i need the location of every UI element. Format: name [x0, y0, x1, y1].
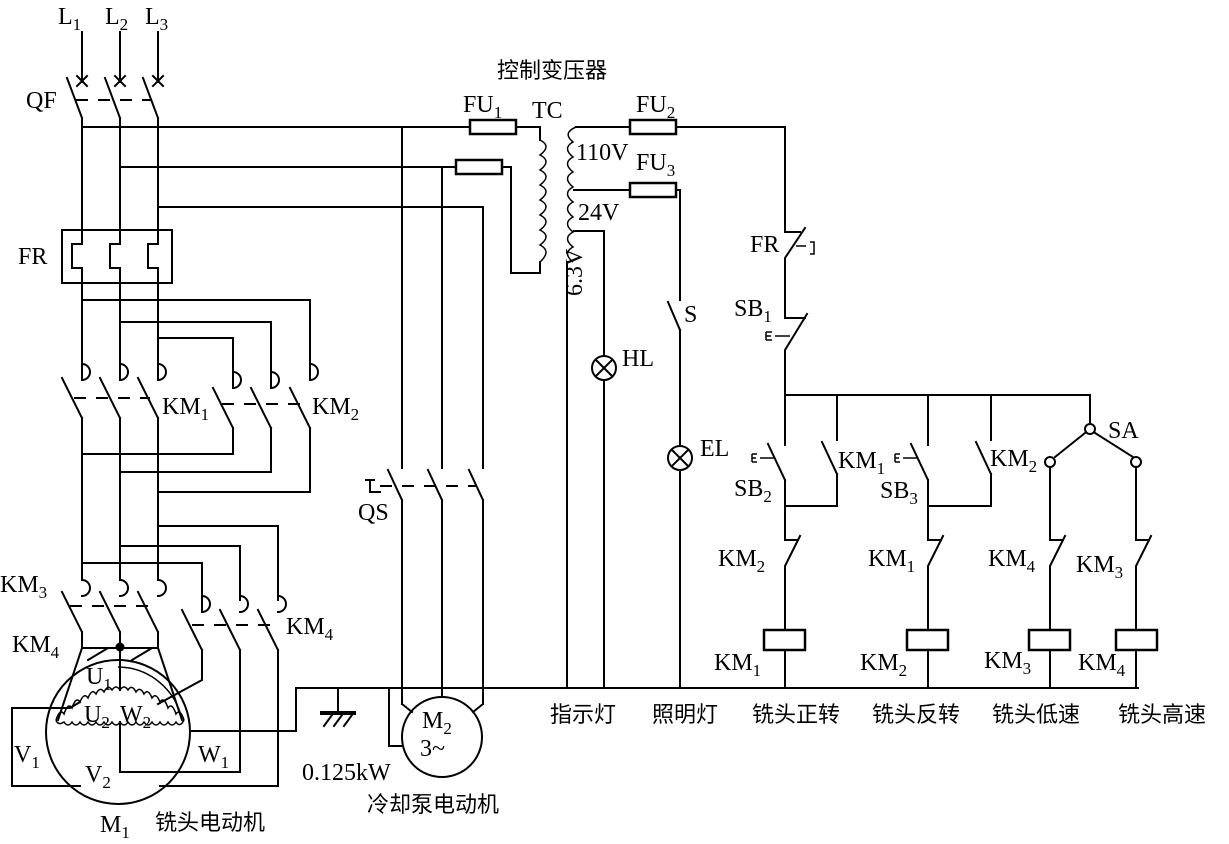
interlock-km3-label: KM3: [1076, 552, 1123, 582]
terminal-v1: V1: [14, 742, 40, 772]
fuse-fu1: [468, 118, 518, 136]
coil-km2: [905, 628, 950, 652]
sb2-label: SB2: [734, 476, 772, 506]
motor2-label: M2: [422, 708, 452, 738]
transformer-title: 控制变压器: [497, 59, 607, 84]
switch-s-label: S: [684, 302, 697, 328]
coil-km3: [1027, 628, 1072, 652]
coil-km4: [1114, 628, 1159, 652]
thermal-relay-fr: FR: [18, 229, 173, 381]
terminal-w2: W2: [120, 702, 151, 732]
motor-m1: U1 U2 W2 V1 V2 W1 M1 铣头电动机: [11, 631, 1139, 842]
lamp-el-label: EL: [700, 436, 729, 462]
fuse-primary-2: [454, 158, 504, 176]
sb1-label: SB1: [734, 296, 772, 326]
interlock-km1-label: KM1: [868, 546, 915, 576]
control-circuit: FR SB1 KM1 SB2 KM2 SB3 SA KM2: [714, 226, 1206, 728]
voltage-110: 110V: [576, 140, 629, 166]
coil-km4-caption: 铣头高速: [1118, 703, 1206, 728]
sb3-start-button: [909, 442, 930, 482]
aux-km2-label: KM2: [990, 446, 1037, 476]
km3-label: KM3: [0, 572, 47, 602]
lamp-circuits: HL 指示灯 S EL 照明灯: [550, 300, 729, 728]
terminal-u1: U1: [86, 664, 112, 694]
interlock-km4-label: KM4: [988, 546, 1036, 576]
sb1-stop-button: [784, 299, 809, 396]
km4-star-label: KM4: [12, 632, 60, 662]
motor2-caption: 冷却泵电动机: [367, 793, 499, 818]
sa-high-terminal: [1130, 456, 1142, 468]
coil-km1: [762, 628, 807, 652]
motor2-power: 0.125kW: [302, 760, 391, 786]
interlock-km2-label: KM2: [718, 546, 765, 576]
phase-buses: [81, 117, 484, 231]
breaker-qf: QF: [26, 31, 165, 120]
motor1-caption: 铣头电动机: [155, 811, 265, 836]
coil-km3-caption: 铣头低速: [992, 703, 1080, 728]
thermal-relay-label: FR: [18, 244, 47, 270]
motor2-phase: 3~: [420, 736, 445, 762]
terminal-v2: V2: [85, 762, 111, 792]
coil-km1-caption: 铣头正转: [752, 703, 840, 728]
power-supply-labels: L1 L2 L3: [58, 4, 168, 34]
voltage-24: 24V: [578, 200, 620, 226]
fuse-fu3: [628, 181, 678, 199]
km1-label: KM1: [162, 394, 209, 424]
fr-nc-contact: [784, 226, 807, 301]
sb2-start-button: [766, 442, 787, 482]
phase-label-l2: L2: [105, 4, 128, 34]
control-transformer: 控制变压器 FU1 TC FU2 110V FU3 24V 6.3V: [401, 59, 786, 689]
coil-km2-label: KM2: [860, 650, 907, 680]
coolant-pump-circuit: QS M2 3~ 0.125kW 冷却泵电动机: [302, 126, 499, 818]
switch-qs-label: QS: [358, 500, 389, 526]
coil-km3-label: KM3: [984, 648, 1031, 678]
sb3-label: SB3: [880, 478, 918, 508]
motor2-circle: [401, 696, 483, 778]
primary-winding: [538, 139, 547, 263]
manual-switch-icon: [369, 479, 381, 493]
indicator-caption: 指示灯: [550, 703, 616, 728]
fuse-fu3-label: FU3: [636, 150, 675, 180]
sa-pivot-icon: [1084, 423, 1096, 435]
fuse-fu1-label: FU1: [463, 92, 502, 122]
terminal-w1: W1: [198, 742, 229, 772]
contactor-km3-km4: KM3 KM4 KM4: [0, 525, 334, 662]
phase-label-l1: L1: [58, 4, 81, 34]
fuse-fu2: [628, 118, 678, 136]
voltage-6-3: 6.3V: [562, 248, 588, 296]
aux-km1-label: KM1: [838, 448, 885, 478]
km2-label: KM2: [312, 394, 359, 424]
coil-km2-caption: 铣头反转: [872, 703, 960, 728]
lighting-caption: 照明灯: [652, 703, 718, 728]
motor1-label: M1: [100, 812, 130, 842]
fuse-fu2-label: FU2: [636, 92, 675, 122]
terminal-u2: U2: [84, 702, 110, 732]
phase-label-l3: L3: [145, 4, 168, 34]
coil-km4-label: KM4: [1078, 650, 1126, 680]
km4-label: KM4: [286, 614, 334, 644]
sa-low-terminal: [1044, 456, 1056, 468]
breaker-label: QF: [26, 88, 57, 114]
selector-sa-label: SA: [1108, 418, 1139, 444]
breaker-x-icon: [75, 74, 165, 88]
control-fr-label: FR: [750, 232, 779, 258]
transformer-label: TC: [532, 98, 563, 124]
ground-icon: [322, 713, 354, 728]
coil-km1-label: KM1: [714, 650, 761, 680]
contactor-km1-km2: KM1 KM2: [60, 299, 359, 581]
lamp-hl-label: HL: [622, 346, 654, 372]
secondary-winding: [566, 126, 577, 263]
